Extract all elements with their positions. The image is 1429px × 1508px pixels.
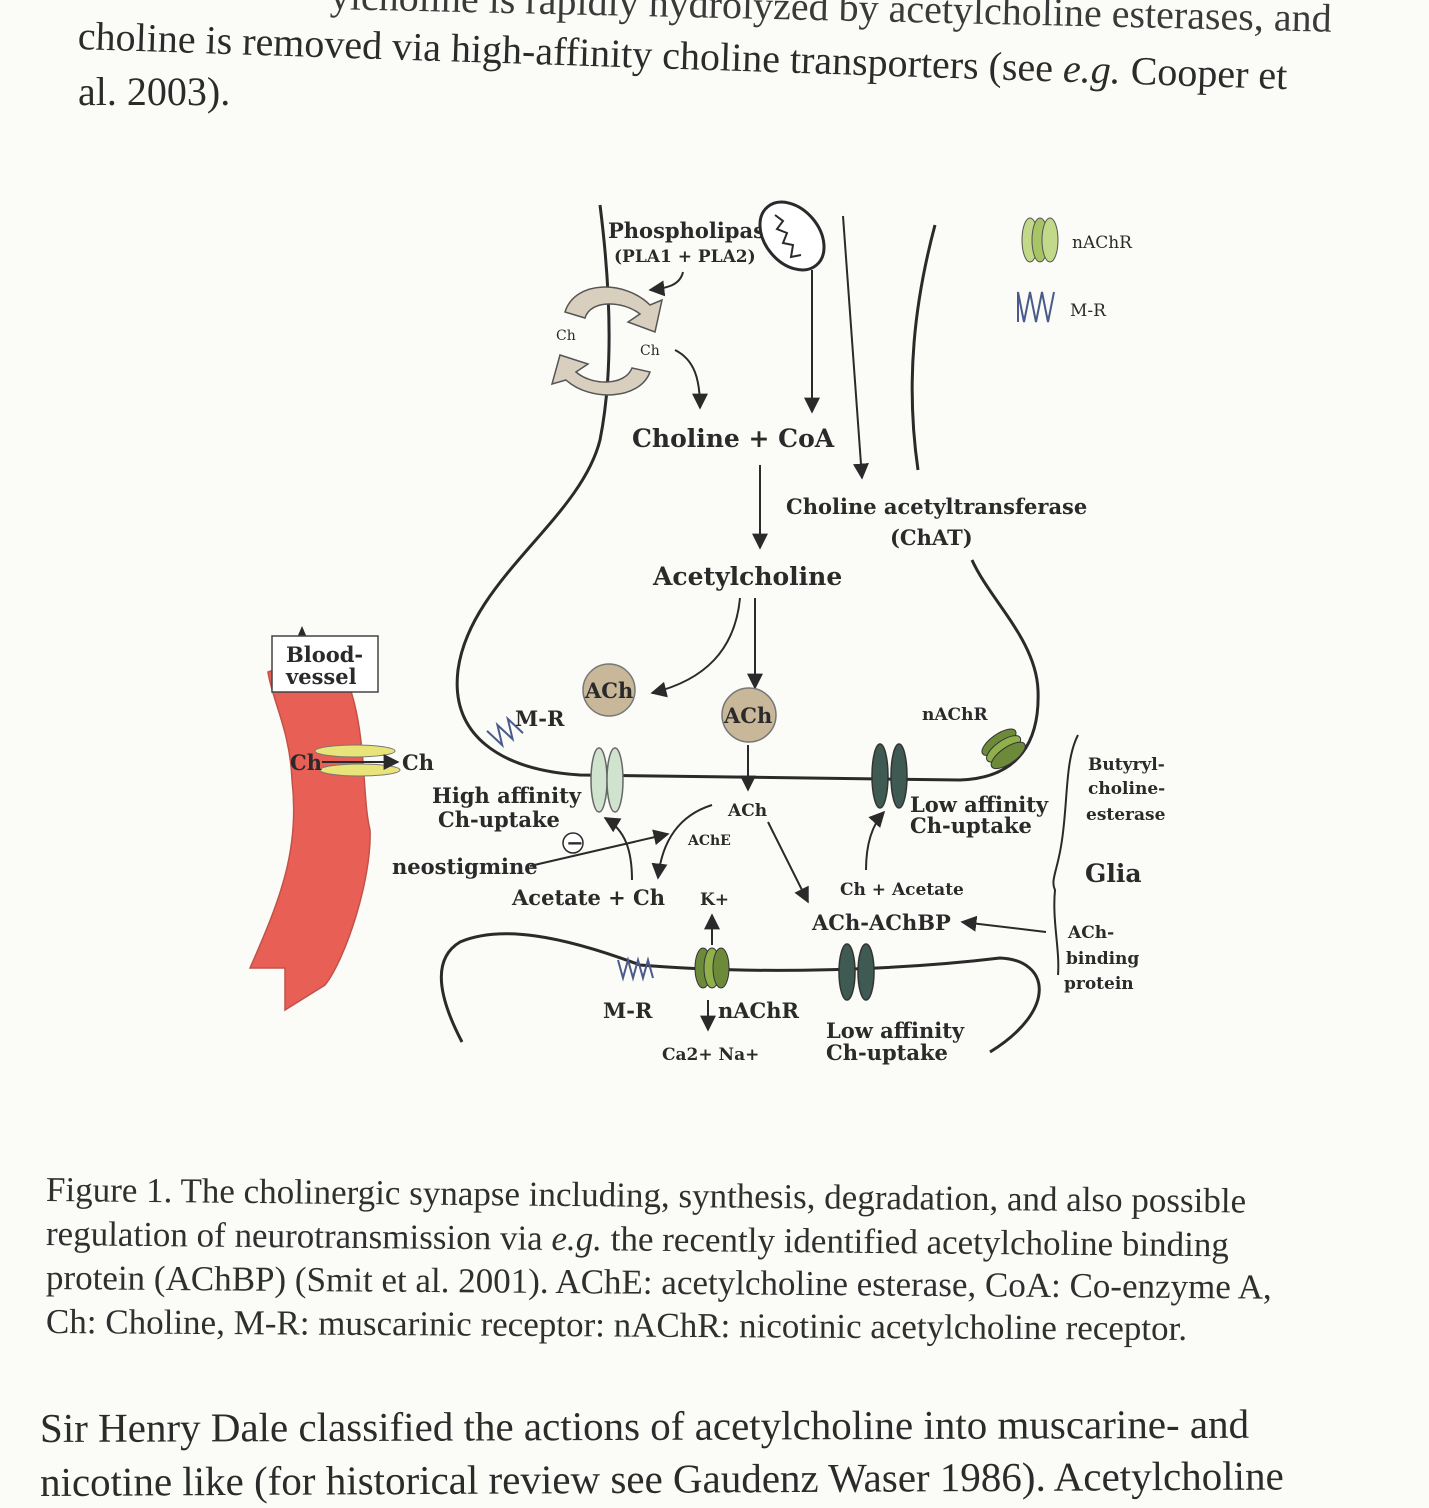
ache-hydrolysis-arrow xyxy=(651,804,713,880)
ach-achbp-label: ACh-AChBP xyxy=(811,910,951,935)
ach-vesicle-label: ACh xyxy=(584,678,633,703)
low-affinity-pre-label: Low affinity xyxy=(910,792,1049,817)
legend-mr-label: M-R xyxy=(1070,301,1107,321)
body-text-span: Sir Henry Dale classified the actions of… xyxy=(39,1400,1250,1451)
mr-pre-label: M-R xyxy=(515,706,565,731)
glia-bracket xyxy=(1052,734,1079,976)
pla-label: (PLA1 + PLA2) xyxy=(614,247,756,267)
body-text-span: nicotine like (for historical review see… xyxy=(39,1452,1284,1505)
vessel-ch-label: Ch xyxy=(402,750,434,775)
mr-post-label: M-R xyxy=(603,998,653,1023)
caption-emphasis: e.g. xyxy=(551,1218,603,1259)
choline-reuptake-arrow xyxy=(603,817,633,881)
caption-text: regulation of neurotransmission via xyxy=(45,1214,543,1258)
cycle-arrow-upper xyxy=(564,286,664,334)
vessel-choline-transporter xyxy=(319,763,401,777)
mitochondrion-cristae xyxy=(774,214,802,259)
caption-line-1: Figure 1. The cholinergic synapse includ… xyxy=(46,1170,1247,1222)
nachr-post-receptor xyxy=(694,947,730,989)
caption-line-2: regulation of neurotransmission via e.g.… xyxy=(46,1214,1229,1265)
nachr-pre-label: nAChR xyxy=(922,705,988,725)
caption-text: Figure 1. The cholinergic synapse includ… xyxy=(45,1170,1247,1221)
ach-to-achbp-arrow xyxy=(767,821,809,904)
nachr-pre-receptor xyxy=(981,728,1026,770)
ca-na-label: Ca2+ Na+ xyxy=(662,1045,759,1065)
legend-nachr-icon xyxy=(1021,217,1059,263)
ch-acetate-label: Ch + Acetate xyxy=(840,880,964,900)
nachr-post-label: nAChR xyxy=(718,998,800,1023)
ache-label: AChE xyxy=(687,833,731,849)
body-text-line-4: Sir Henry Dale classified the actions of… xyxy=(40,1400,1249,1452)
high-affinity-label: Ch-uptake xyxy=(438,807,560,832)
vessel-choline-transporter xyxy=(314,744,396,758)
muscarinic-receptor-pre xyxy=(486,715,524,749)
neostigmine-arrow xyxy=(529,829,670,867)
cycle-arrow-lower xyxy=(550,354,651,396)
ach-to-vesicle-left-arrow xyxy=(650,597,741,698)
pla-arrow xyxy=(648,271,684,297)
ach-cleft-label: ACh xyxy=(727,801,767,821)
neostigmine-label: neostigmine xyxy=(392,854,538,879)
acetate-ch-label: Acetate + Ch xyxy=(511,885,665,910)
glia-label: Glia xyxy=(1085,859,1142,888)
low-affinity-post-label: Ch-uptake xyxy=(826,1040,948,1065)
ch-to-choline-arrow xyxy=(674,349,708,410)
achbp-protein-label: protein xyxy=(1064,974,1134,994)
inhibition-sign xyxy=(562,832,584,854)
low-affinity-transporter-post xyxy=(857,943,875,1001)
low-affinity-transporter-pre xyxy=(890,743,908,809)
low-affinity-uptake-arrow xyxy=(865,810,886,871)
chat-transport-arrow xyxy=(842,215,869,480)
choline-coa-label: Choline + CoA xyxy=(632,424,835,453)
blood-vessel-label: Blood- xyxy=(286,642,363,667)
ch-label: Ch xyxy=(556,328,576,344)
blood-vessel-label: vessel xyxy=(285,664,357,689)
ch-label: Ch xyxy=(640,343,660,359)
blood-vessel-label-box xyxy=(271,635,379,693)
legend-nachr-label: nAChR xyxy=(1072,233,1133,253)
achbp-protein-label: ACh- xyxy=(1067,923,1114,943)
caption-line-3: protein (AChBP) (Smit et al. 2001). AChE… xyxy=(46,1258,1272,1308)
caption-text: Ch: Choline, M-R: muscarinic receptor: n… xyxy=(45,1302,1188,1348)
ach-vesicle-left xyxy=(582,663,636,717)
vessel-ch-label: Ch xyxy=(290,750,322,775)
butyrylcholinesterase-label: Butyryl- xyxy=(1088,755,1165,775)
caption-text: protein (AChBP) (Smit et al. 2001). AChE… xyxy=(45,1258,1272,1307)
chat-name-label: Choline acetyltransferase xyxy=(786,494,1087,519)
low-affinity-pre-label: Ch-uptake xyxy=(910,813,1032,838)
cholinergic-synapse-diagram: Blood- vessel Ch Ch Phospholipases (PLA1… xyxy=(248,200,1166,1065)
body-text-span: al. 2003). xyxy=(78,69,231,114)
high-affinity-transporter xyxy=(606,747,624,813)
low-affinity-transporter-post xyxy=(838,943,856,1001)
body-text-line-3: al. 2003). xyxy=(78,68,230,115)
low-affinity-transporter-pre xyxy=(871,743,889,809)
ach-vesicle-label: ACh xyxy=(723,703,772,728)
k-ion-label: K+ xyxy=(700,890,729,910)
low-affinity-post-label: Low affinity xyxy=(826,1018,965,1043)
high-affinity-label: High affinity xyxy=(432,783,582,808)
butyrylcholinesterase-label: choline- xyxy=(1088,779,1165,799)
caption-text: the recently identified acetylcholine bi… xyxy=(610,1219,1229,1265)
butyrylcholinesterase-label: esterase xyxy=(1086,805,1166,825)
inhibition-sign-label: − xyxy=(566,830,584,855)
achbp-protein-label: binding xyxy=(1066,949,1139,969)
muscarinic-receptor-post xyxy=(617,956,654,982)
axon-right-edge xyxy=(910,224,937,471)
caption-line-4: Ch: Choline, M-R: muscarinic receptor: n… xyxy=(46,1302,1187,1349)
acetylcholine-label: Acetylcholine xyxy=(652,562,842,591)
blood-vessel-shape xyxy=(248,649,371,1012)
presynaptic-membrane xyxy=(455,204,1040,782)
legend-mr-icon xyxy=(1017,291,1055,323)
ach-vesicle-right xyxy=(721,687,777,743)
high-affinity-transporter xyxy=(590,747,608,813)
chat-abbr-label: (ChAT) xyxy=(890,525,973,550)
achbp-arrow xyxy=(960,915,1047,933)
body-text-line-5: nicotine like (for historical review see… xyxy=(40,1451,1284,1506)
mitochondrion-icon xyxy=(758,200,826,272)
